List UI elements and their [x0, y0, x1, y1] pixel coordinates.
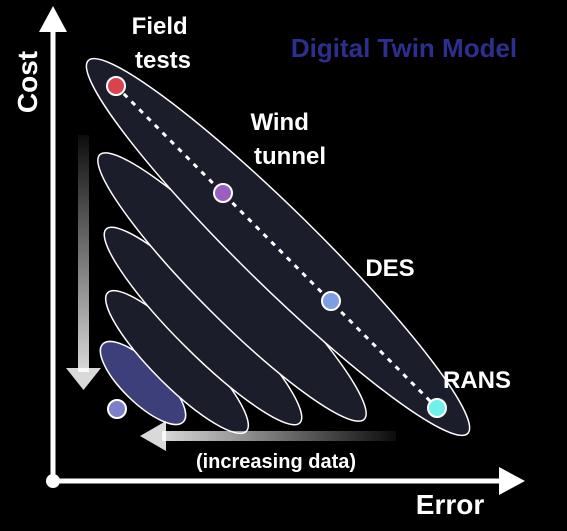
wind-tunnel-point	[213, 183, 233, 203]
field-tests-point	[106, 76, 126, 96]
y-axis-arrowhead	[39, 6, 67, 32]
axis-origin	[46, 474, 60, 488]
y-axis-label: Cost	[12, 51, 43, 113]
tradeoff-dashed-line	[114, 84, 439, 410]
axes	[39, 6, 525, 495]
field-tests-label: Field tests	[132, 13, 195, 74]
method-points	[106, 76, 447, 419]
data-regime-ellipses	[85, 57, 471, 437]
des-point	[321, 291, 341, 311]
digital-twin-point	[107, 399, 127, 419]
rans-label: RANS	[443, 367, 511, 394]
rans-point	[427, 398, 447, 418]
method-labels: Field tests Wind tunnel DES RANS	[132, 13, 511, 394]
wind-tunnel-label: Wind tunnel	[250, 109, 326, 170]
des-label: DES	[365, 255, 414, 282]
regime-ellipse-0	[85, 57, 471, 437]
x-axis-arrowhead	[499, 467, 525, 495]
horizontal-data-arrow	[140, 421, 396, 451]
diagram-title: Digital Twin Model	[291, 33, 517, 63]
increasing-data-label: (increasing data)	[196, 451, 356, 473]
vertical-data-arrow	[66, 135, 101, 390]
x-axis-label: Error	[416, 489, 485, 520]
